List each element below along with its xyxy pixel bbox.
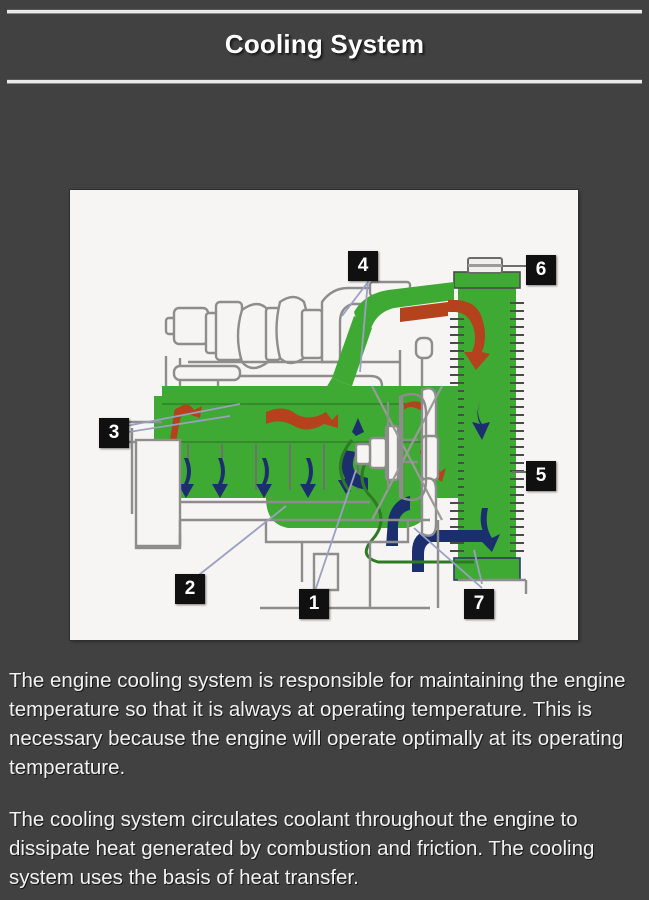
paragraph-1: The engine cooling system is responsible… bbox=[9, 669, 626, 779]
callout-marker-3[interactable]: 3 bbox=[99, 418, 129, 448]
callout-marker-1[interactable]: 1 bbox=[299, 589, 329, 619]
callout-marker-5[interactable]: 5 bbox=[526, 461, 556, 491]
header-divider-top bbox=[7, 9, 642, 14]
callout-marker-4[interactable]: 4 bbox=[348, 251, 378, 281]
page-header: Cooling System bbox=[0, 0, 649, 90]
page-title: Cooling System bbox=[224, 29, 425, 59]
engine-cooling-diagram bbox=[70, 190, 578, 640]
figure-panel bbox=[70, 190, 578, 640]
paragraph-2: The cooling system circulates coolant th… bbox=[9, 808, 595, 889]
callout-marker-2[interactable]: 2 bbox=[175, 574, 205, 604]
callout-marker-6[interactable]: 6 bbox=[526, 255, 556, 285]
callout-marker-7[interactable]: 7 bbox=[464, 589, 494, 619]
article-body: The engine cooling system is responsible… bbox=[9, 666, 641, 892]
header-divider-bottom bbox=[7, 79, 642, 84]
